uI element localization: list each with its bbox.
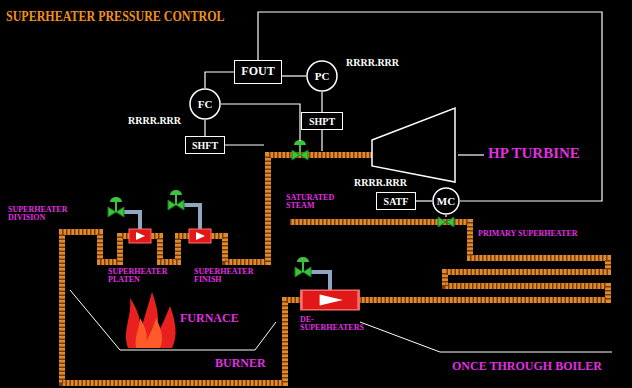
pipe-ribs — [290, 222, 608, 300]
hp-turbine — [372, 108, 455, 182]
tap-line — [321, 130, 322, 151]
node-text: FC — [198, 98, 213, 110]
superheater-pipe — [62, 155, 372, 383]
part-label: BURNER — [215, 357, 266, 370]
node-text: SATF — [384, 196, 409, 207]
node-text: SHFT — [192, 140, 218, 151]
function-box: FOUT — [234, 60, 282, 84]
turbine-valve — [292, 140, 308, 160]
transmitter-box: SATF — [376, 192, 416, 210]
leader-line — [458, 154, 484, 155]
reading-value: RRRR.RRR — [346, 58, 399, 69]
burner-flame — [136, 318, 162, 348]
controller-circle: PC — [306, 60, 338, 92]
node-text: SHPT — [309, 116, 335, 127]
pipe-ribs — [62, 155, 372, 383]
desuperheater — [301, 290, 358, 310]
transmitter-box: SHPT — [301, 112, 343, 130]
spray-valve — [108, 197, 124, 217]
furnace-wall — [70, 290, 276, 350]
controller-circle: MC — [432, 187, 460, 215]
desuperheater — [189, 229, 211, 243]
transmitter-box: SHFT — [185, 136, 225, 154]
reading-value: RRRR.RRR — [354, 178, 407, 189]
node-text: MC — [437, 195, 455, 207]
part-label: DE-SUPERHEATERS — [300, 316, 364, 333]
diagram-title: SUPERHEATER PRESSURE CONTROL — [6, 8, 224, 25]
part-label: SUPERHEATER PLATEN — [108, 268, 167, 285]
circle-outline — [307, 61, 337, 91]
control-line — [445, 215, 446, 217]
part-label: PRIMARY SUPERHEATER — [478, 230, 578, 238]
node-text: PC — [315, 70, 330, 82]
part-label: HP TURBINE — [488, 146, 580, 162]
part-label: SUPERHEATER DIVISION — [8, 206, 67, 223]
spray-valve — [168, 190, 184, 210]
controller-circle: FC — [189, 88, 221, 120]
steam-valve — [438, 217, 454, 227]
burner-flame — [126, 292, 176, 348]
signal-line — [282, 75, 306, 76]
tap-line — [225, 144, 264, 145]
part-label: ONCE THROUGH BOILER — [452, 360, 602, 373]
reading-value: RRRR.RRR — [128, 116, 181, 127]
signal-line — [321, 92, 322, 112]
signal-line — [416, 200, 432, 201]
spray-line — [124, 205, 330, 293]
signal-line — [205, 72, 234, 88]
desuperheater — [129, 229, 151, 243]
control-line — [221, 104, 300, 141]
circle-outline — [433, 188, 459, 214]
node-text: FOUT — [241, 65, 274, 78]
signal-line — [204, 120, 205, 136]
spray-valve — [295, 257, 311, 277]
part-label: SATURATED STEAM — [286, 194, 334, 211]
steam-pipe — [290, 222, 608, 300]
boiler-wall — [360, 322, 612, 352]
part-label: SUPERHEATER FINISH — [194, 268, 253, 285]
part-label: FURNACE — [180, 312, 239, 325]
circle-outline — [190, 89, 220, 119]
signal-line — [258, 12, 602, 201]
